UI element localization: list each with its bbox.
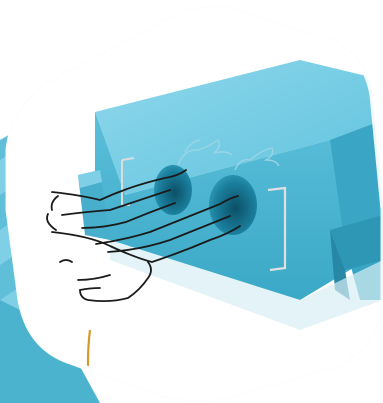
block-hole-left [154,165,192,215]
